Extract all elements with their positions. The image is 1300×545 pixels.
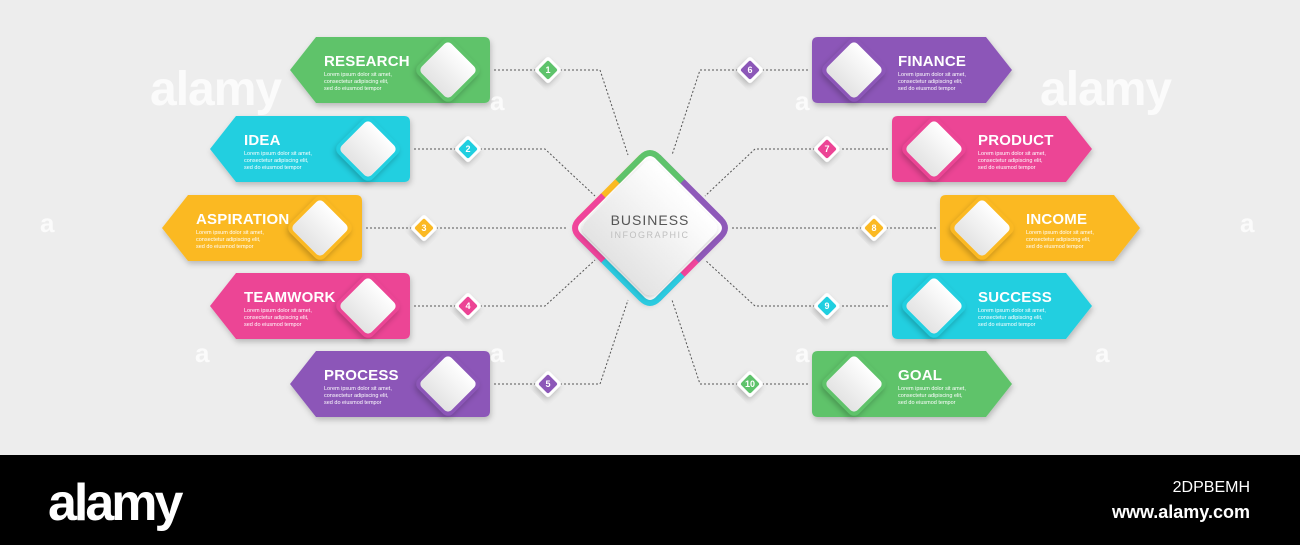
step-diamond-icon: [416, 38, 480, 102]
step-description: Lorem ipsum dolor sit amet, consectetur …: [196, 230, 264, 250]
step-title: IDEA: [244, 132, 281, 149]
step-number: 5: [545, 379, 551, 389]
step-title: SUCCESS: [978, 289, 1052, 306]
step-title: RESEARCH: [324, 53, 410, 70]
step-title: ASPIRATION: [196, 211, 290, 228]
watermark-letter: a: [195, 338, 210, 368]
step-number-badge: [814, 136, 840, 162]
step-number: 1: [545, 65, 551, 75]
step-card-product: [892, 116, 1092, 182]
watermark-letter: a: [1240, 208, 1255, 238]
step-card-teamwork: [210, 273, 410, 339]
step-card-finance: [812, 37, 1012, 103]
step-title: TEAMWORK: [244, 289, 336, 306]
business-infographic-hub: [572, 150, 728, 306]
step-number: 9: [824, 301, 830, 311]
step-card-success: [892, 273, 1092, 339]
hub-subtitle: INFOGRAPHIC: [610, 230, 690, 240]
step-description: Lorem ipsum dolor sit amet, consectetur …: [898, 386, 966, 406]
step-diamond-icon: [822, 38, 886, 102]
watermark: alamy: [150, 63, 282, 116]
step-card-goal: [812, 351, 1012, 417]
step-number-badge: [455, 293, 481, 319]
watermark: alamy: [1040, 63, 1172, 116]
step-number-badge: [861, 215, 887, 241]
step-title: INCOME: [1026, 211, 1088, 228]
step-number-badge: [535, 371, 561, 397]
step-card-income: [940, 195, 1140, 261]
step-card-aspiration: [162, 195, 362, 261]
step-card-process: [290, 351, 490, 417]
step-title: PROCESS: [324, 367, 399, 384]
step-description: Lorem ipsum dolor sit amet, consectetur …: [898, 72, 966, 92]
step-description: Lorem ipsum dolor sit amet, consectetur …: [978, 308, 1046, 328]
step-diamond-icon: [336, 117, 400, 181]
step-number: 2: [465, 144, 471, 154]
step-number-badge: [737, 57, 763, 83]
step-title: GOAL: [898, 367, 943, 384]
step-description: Lorem ipsum dolor sit amet, consectetur …: [324, 72, 392, 92]
step-diamond-icon: [902, 117, 966, 181]
hub-title: BUSINESS: [610, 212, 690, 228]
step-description: Lorem ipsum dolor sit amet, consectetur …: [1026, 230, 1094, 250]
step-diamond-icon: [336, 274, 400, 338]
step-number-badge: [737, 371, 763, 397]
watermark-letter: a: [795, 86, 810, 116]
step-number: 10: [744, 379, 755, 389]
watermark-letter: a: [795, 338, 810, 368]
step-diamond-icon: [950, 196, 1014, 260]
step-diamond-icon: [902, 274, 966, 338]
step-number: 7: [824, 144, 830, 154]
step-diamond-icon: [288, 196, 352, 260]
step-number-badge: [455, 136, 481, 162]
step-number-badge: [411, 215, 437, 241]
watermark-letter: a: [490, 338, 505, 368]
image-id: 2DPBEMH: [1172, 479, 1250, 496]
step-description: Lorem ipsum dolor sit amet, consectetur …: [244, 151, 312, 171]
number-badges: [411, 57, 887, 397]
step-cards: [162, 37, 1140, 417]
step-number-badge: [535, 57, 561, 83]
infographic: alamy alamy a a a a a a a a RESEARCH Lorem ipsum do…: [40, 37, 1255, 417]
footer-logo[interactable]: alamy: [48, 474, 183, 532]
watermark-letter: a: [490, 86, 505, 116]
step-title: FINANCE: [898, 53, 967, 70]
stock-footer-bar: alamy 2DPBEMH www.alamy.com: [0, 455, 1300, 545]
step-number: 8: [871, 223, 877, 233]
infographic-diagram: [162, 37, 1140, 417]
step-diamond-icon: [416, 352, 480, 416]
step-description: Lorem ipsum dolor sit amet, consectetur …: [978, 151, 1046, 171]
step-description: Lorem ipsum dolor sit amet, consectetur …: [244, 308, 312, 328]
step-number: 3: [421, 223, 427, 233]
step-number: 6: [747, 65, 753, 75]
watermark-letter: a: [1095, 338, 1110, 368]
step-title: PRODUCT: [978, 132, 1054, 149]
step-card-research: [290, 37, 490, 103]
connector-lines: [366, 69, 936, 385]
footer-url[interactable]: www.alamy.com: [1111, 502, 1250, 522]
step-description: Lorem ipsum dolor sit amet, consectetur …: [324, 386, 392, 406]
step-number-badge: [814, 293, 840, 319]
step-diamond-icon: [822, 352, 886, 416]
watermark-letter: a: [40, 208, 55, 238]
step-card-idea: [210, 116, 410, 182]
step-number: 4: [465, 301, 471, 311]
